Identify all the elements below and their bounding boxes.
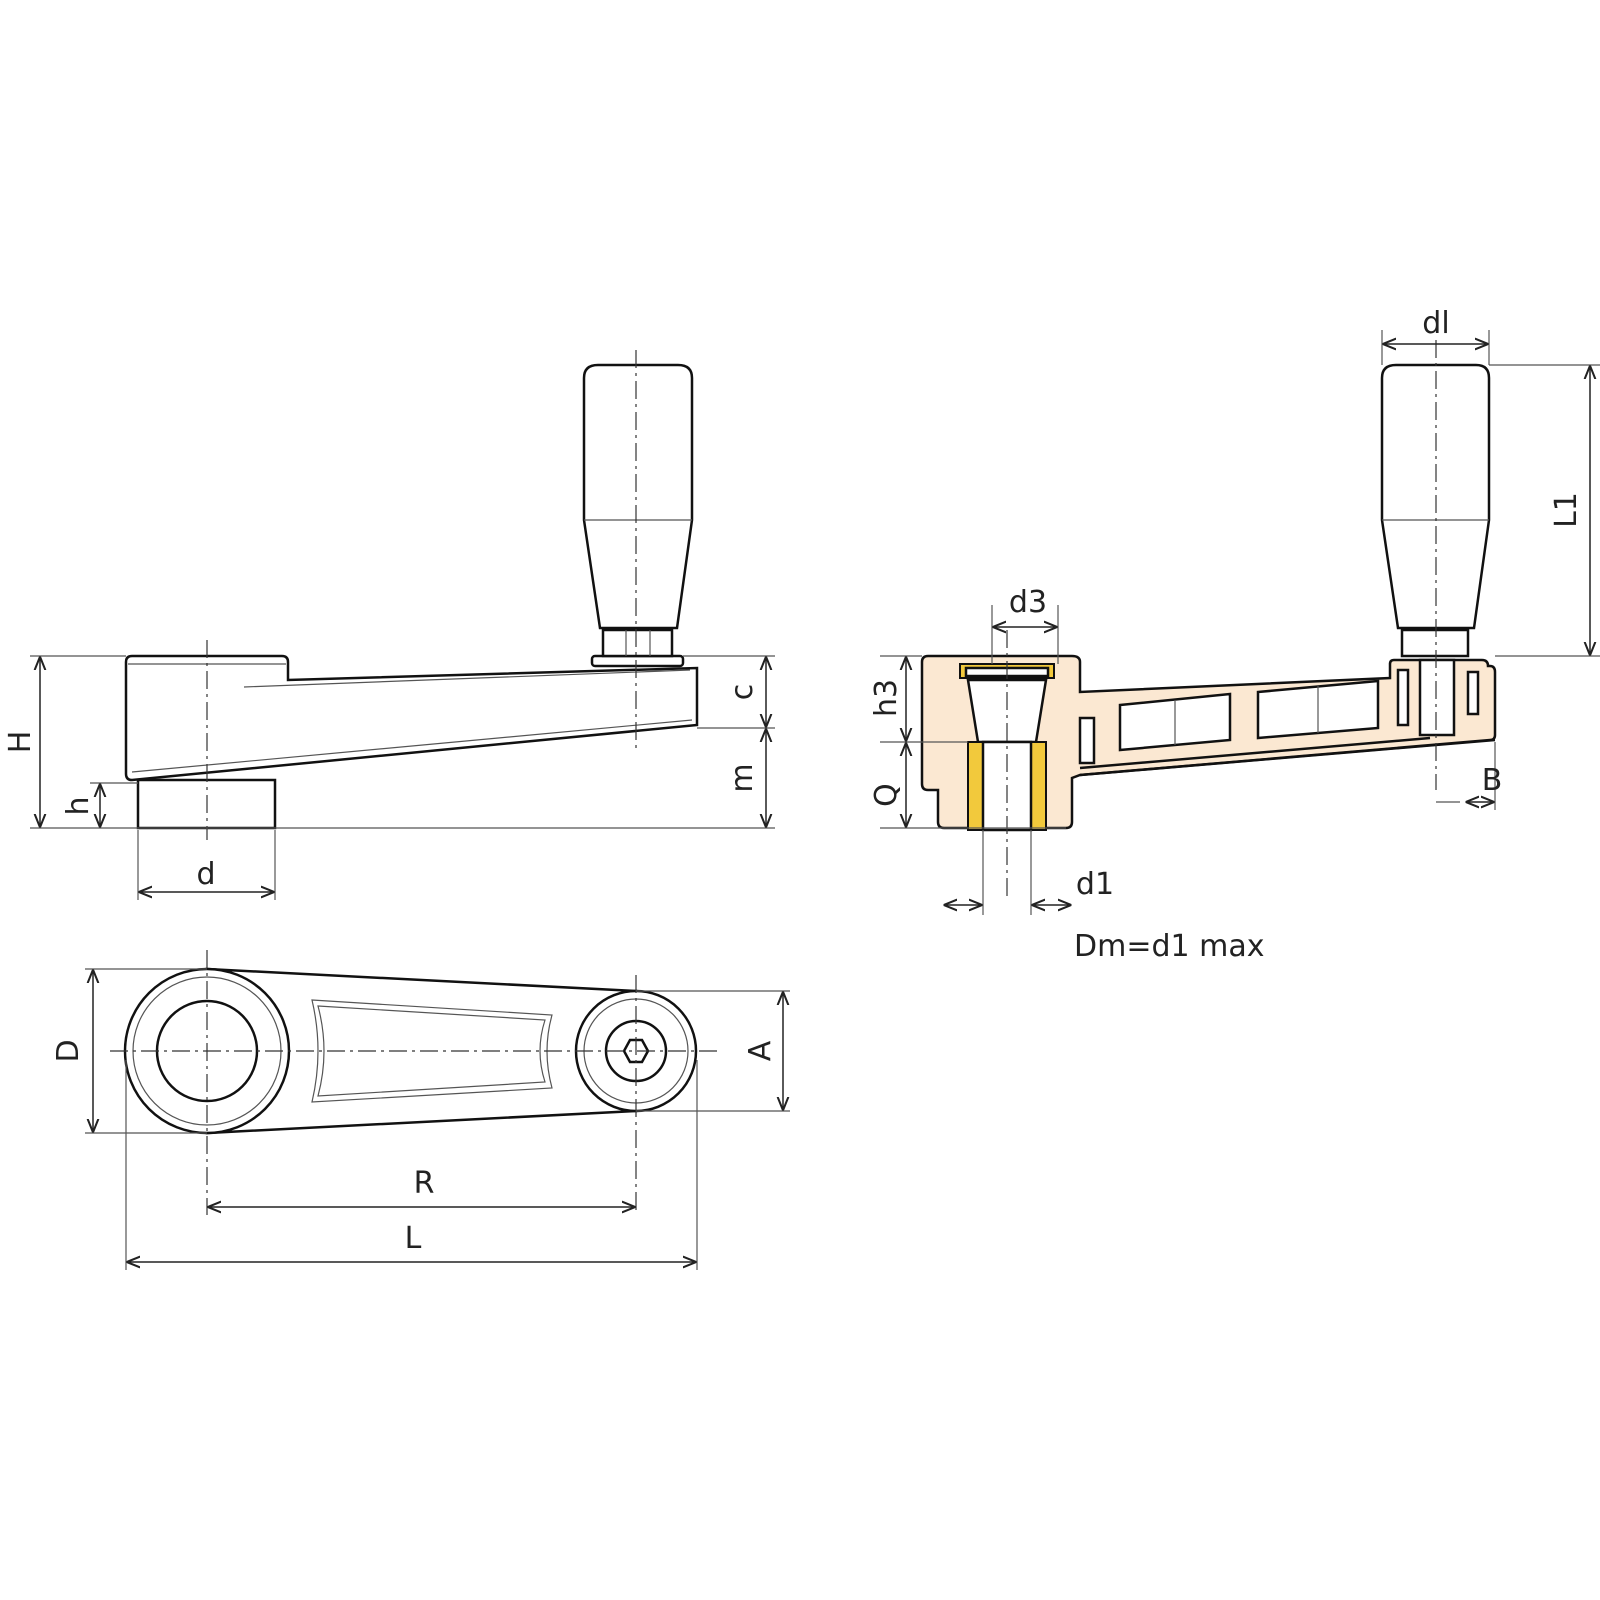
nut <box>1400 628 1470 658</box>
label-h: h <box>61 796 96 815</box>
section-view: dl L1 d3 h3 Q B d1 Dm=d1 max <box>869 306 1600 964</box>
grip <box>582 363 694 630</box>
label-c: c <box>725 684 760 701</box>
washer <box>590 654 685 668</box>
label-R: R <box>414 1166 435 1201</box>
label-D: D <box>51 1039 86 1062</box>
label-dl: dl <box>1422 306 1449 341</box>
boss-cavity <box>1396 668 1410 727</box>
label-m: m <box>725 763 760 792</box>
label-d3: d3 <box>1009 585 1047 620</box>
arm-pocket-edge <box>311 999 553 1103</box>
label-H: H <box>3 731 38 754</box>
arm-pocket <box>317 1005 546 1097</box>
arm-edge-line <box>131 719 693 773</box>
arm-bottom-edge <box>1079 738 1496 777</box>
grip-screw <box>1418 658 1456 737</box>
nut <box>601 628 674 658</box>
top-view: D A R L <box>51 950 790 1270</box>
bushing-right <box>1030 741 1047 831</box>
arm-edge-line <box>243 669 691 688</box>
boss-cavity <box>1466 670 1480 716</box>
label-d1: d1 <box>1076 867 1114 902</box>
label-d: d <box>196 857 215 892</box>
label-L: L <box>405 1221 422 1256</box>
rib-slot <box>1078 716 1096 765</box>
label-B: B <box>1482 763 1503 798</box>
note-dm: Dm=d1 max <box>1074 929 1265 964</box>
label-Q: Q <box>869 783 904 807</box>
bushing-left <box>967 741 984 831</box>
arm-inner-edge <box>1079 736 1431 770</box>
label-L1: L1 <box>1549 492 1584 528</box>
side-view: H h c m d <box>3 350 775 900</box>
arm-side <box>124 654 699 782</box>
label-A: A <box>743 1040 778 1061</box>
label-h3: h3 <box>869 679 904 717</box>
